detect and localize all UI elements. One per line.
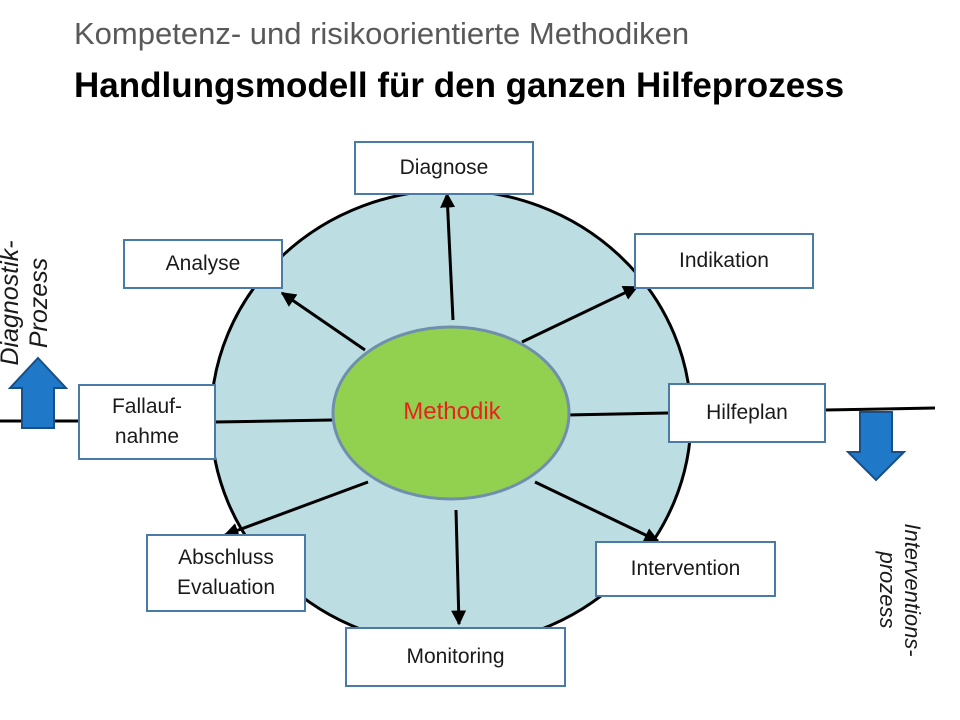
page-title: Handlungsmodell für den ganzen Hilfeproz… (74, 66, 845, 105)
arrow-to-hilfeplan (565, 411, 669, 417)
arrow-to-abschluss (223, 480, 369, 538)
methodik-ellipse (331, 325, 571, 501)
arrow-to-analyse (280, 291, 366, 352)
up-arrow-icon (7, 356, 69, 429)
arrow-to-monitoring (451, 509, 467, 626)
step-analyse: Analyse (123, 239, 283, 289)
step-intervention: Intervention (595, 541, 776, 597)
title-subheading: Kompetenz- und risikoorientierte Methodi… (74, 16, 690, 51)
arrow-to-fallaufnahme (214, 418, 333, 424)
diagnostik-prozess-label: Diagnostik- Prozess (0, 240, 53, 366)
arrow-to-diagnose (440, 192, 456, 321)
step-monitoring: Monitoring (345, 627, 566, 687)
step-diagnose: Diagnose (354, 141, 534, 195)
process-line-right (824, 406, 936, 412)
step-abschluss-evaluation: Abschluss Evaluation (146, 534, 306, 612)
step-indikation: Indikation (634, 233, 814, 289)
methodik-label: Methodik (403, 398, 501, 425)
arrow-to-intervention (534, 480, 660, 543)
step-fallaufnahme: Fallauf- nahme (78, 384, 216, 460)
interventionsprozess-label: Interventions- prozess (874, 523, 925, 657)
down-arrow-icon (845, 411, 907, 482)
step-hilfeplan: Hilfeplan (668, 383, 826, 443)
arrow-to-indikation (521, 285, 639, 344)
